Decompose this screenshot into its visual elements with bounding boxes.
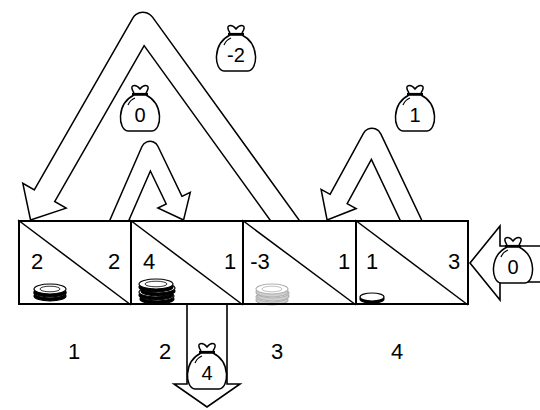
bag-amount: 0 [134, 105, 145, 125]
coin-rim [145, 281, 167, 287]
arrow-body [113, 150, 175, 221]
cell-box: 134 [355, 220, 469, 305]
transfer-arrow [23, 24, 294, 221]
coin [360, 293, 384, 301]
money-bag [120, 86, 159, 131]
input-arrow [470, 226, 540, 300]
money-bag [187, 344, 226, 389]
bag-amount: -2 [227, 45, 245, 65]
cell-value: 1 [338, 251, 350, 273]
money-bag [216, 26, 255, 71]
diagonal [130, 220, 243, 305]
diagonal [242, 220, 356, 305]
coin-rim [262, 286, 282, 292]
bag-amount: 4 [201, 363, 212, 383]
cell-value: 2 [31, 251, 43, 273]
cell-box: -313 [242, 220, 357, 305]
cell-box: 221 [18, 220, 132, 305]
coin [34, 284, 66, 294]
coin-rim [40, 286, 60, 292]
cell-box: 412 [130, 220, 244, 305]
cell-index: 2 [159, 341, 171, 363]
coin-stack [256, 284, 289, 305]
diagonal [355, 220, 468, 305]
cell-index: 4 [391, 341, 403, 363]
cell-value: 1 [366, 251, 378, 273]
coin [256, 284, 288, 294]
transfer-arrow [113, 150, 190, 221]
money-bag [395, 86, 434, 131]
transfer-arrow [321, 138, 417, 221]
money-bag [493, 238, 532, 283]
diagonal [18, 220, 131, 305]
bag-amount: 1 [409, 105, 420, 125]
coin-stack [360, 293, 384, 303]
cell-diagonals [18, 220, 468, 305]
coin-stack [34, 284, 66, 301]
bag-amount: 0 [507, 257, 518, 277]
cell-value: 3 [448, 251, 460, 273]
cell-value: 1 [224, 251, 236, 273]
cell-index: 1 [68, 341, 80, 363]
coin [139, 279, 173, 289]
arrow-body [337, 138, 418, 221]
cell-value: 4 [143, 251, 155, 273]
cell-index: 3 [271, 341, 283, 363]
cell-value: -3 [250, 251, 270, 273]
cell-value: 2 [108, 251, 120, 273]
coin-stack [139, 279, 175, 304]
output-arrow [174, 305, 240, 407]
